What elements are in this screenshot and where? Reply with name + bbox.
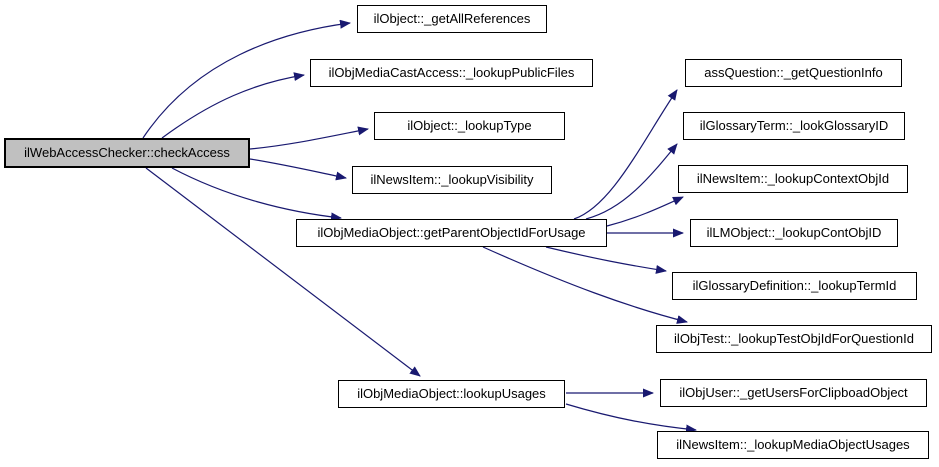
edge-get-parent-to-look-glossary-id [585,143,678,220]
edge-get-parent-to-lookup-test-obj-id [482,246,688,324]
node-get-question-info[interactable]: assQuestion::_getQuestionInfo [685,59,902,87]
node-lookup-cont-obj-id[interactable]: ilLMObject::_lookupContObjID [690,219,898,247]
edge-check-access-to-lookup-public-files [161,72,305,139]
node-get-parent-object-id-for-usage[interactable]: ilObjMediaObject::getParentObjectIdForUs… [296,219,607,247]
edge-check-access-to-lookup-visibility [249,158,347,181]
node-lookup-term-id[interactable]: ilGlossaryDefinition::_lookupTermId [672,272,917,300]
edge-check-access-to-lookup-type [249,126,369,150]
node-lookup-type[interactable]: ilObject::_lookupType [374,112,565,140]
node-lookup-public-files[interactable]: ilObjMediaCastAccess::_lookupPublicFiles [310,59,593,87]
node-lookup-media-object-usages[interactable]: ilNewsItem::_lookupMediaObjectUsages [657,431,929,459]
edge-lookup-usages-to-lookup-media-object-usages [565,403,697,434]
node-lookup-visibility[interactable]: ilNewsItem::_lookupVisibility [352,166,552,194]
edge-check-access-to-get-parent-object-id-for-usage [171,167,342,222]
node-lookup-test-obj-id-for-question-id[interactable]: ilObjTest::_lookupTestObjIdForQuestionId [656,325,932,353]
edge-get-parent-to-lookup-term-id [545,246,667,274]
edge-get-parent-to-get-question-info [573,89,678,220]
edge-get-parent-to-lookup-context-obj-id [606,196,684,227]
node-lookup-context-obj-id[interactable]: ilNewsItem::_lookupContextObjId [678,165,908,193]
edge-check-access-to-lookup-usages [145,167,421,377]
node-lookup-usages[interactable]: ilObjMediaObject::lookupUsages [338,380,565,408]
node-get-users-for-clipboad-object[interactable]: ilObjUser::_getUsersForClipboadObject [660,379,927,407]
node-get-all-references[interactable]: ilObject::_getAllReferences [357,5,547,33]
node-look-glossary-id[interactable]: ilGlossaryTerm::_lookGlossaryID [683,112,905,140]
node-check-access: ilWebAccessChecker::checkAccess [4,138,250,168]
